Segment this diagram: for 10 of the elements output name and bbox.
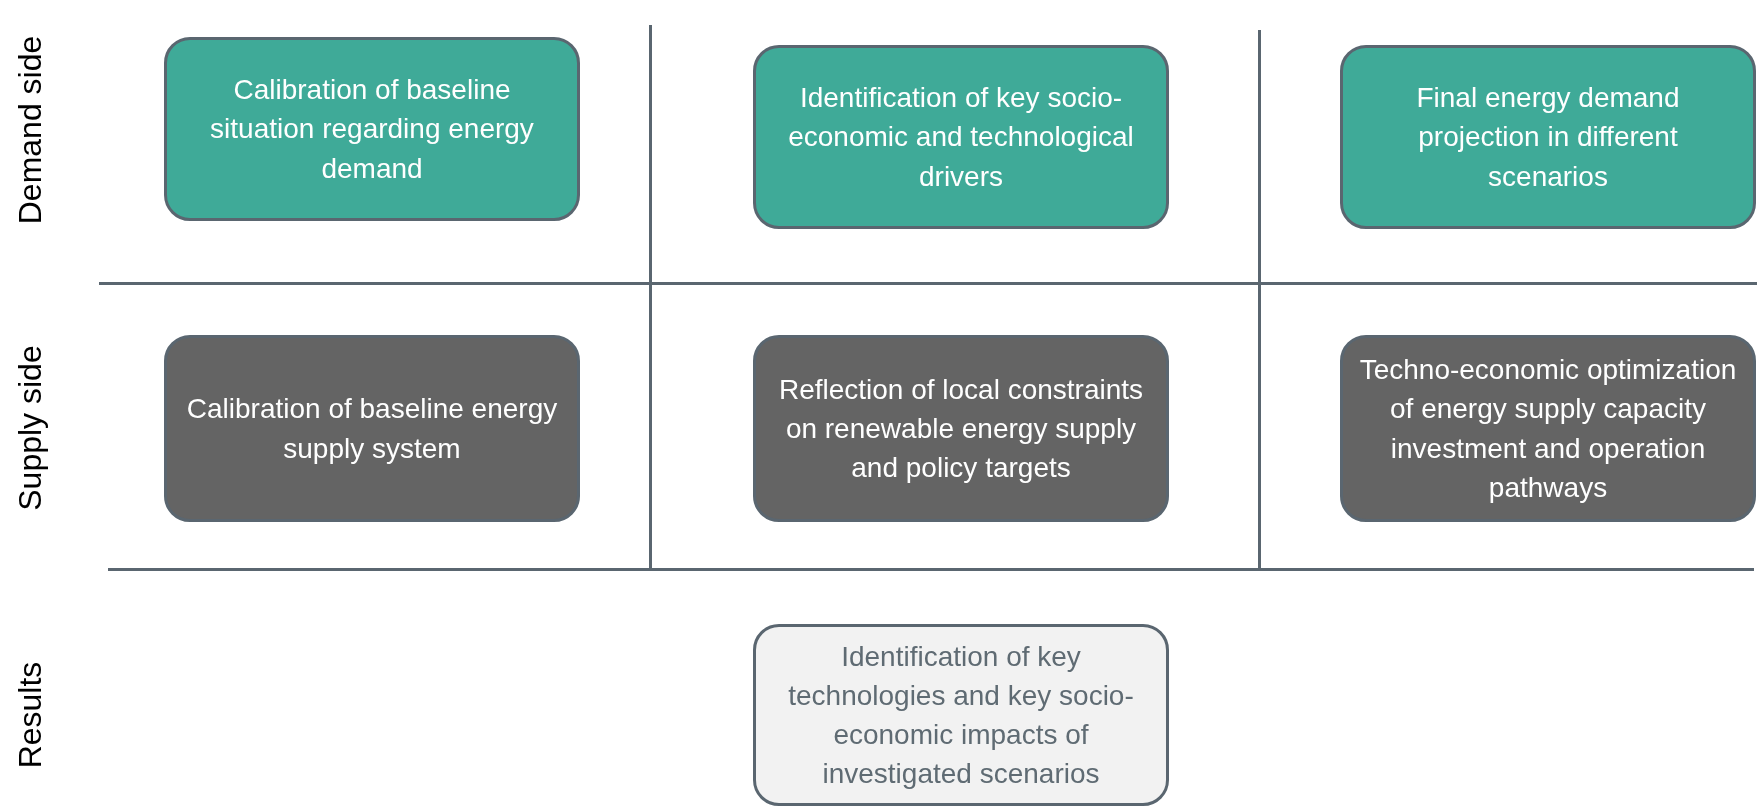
- row-label: Demand side: [11, 35, 49, 225]
- process-box: Calibration of baseline situation regarding energy demand: [164, 37, 580, 221]
- process-box: Final energy demand projection in different scenarios: [1340, 45, 1756, 229]
- process-box: Identification of key technologies and key socio-economic impacts of investigated scenarios: [753, 624, 1169, 806]
- process-box: Calibration of baseline energy supply system: [164, 335, 580, 522]
- row-label: Supply side: [11, 345, 49, 511]
- process-box: Identification of key socio-economic and technological drivers: [753, 45, 1169, 229]
- row-label: Results: [11, 661, 49, 769]
- process-box: Techno-economic optimization of energy supply capacity investment and operation pathways: [1340, 335, 1756, 522]
- process-box: Reflection of local constraints on renewable energy supply and policy targets: [753, 335, 1169, 522]
